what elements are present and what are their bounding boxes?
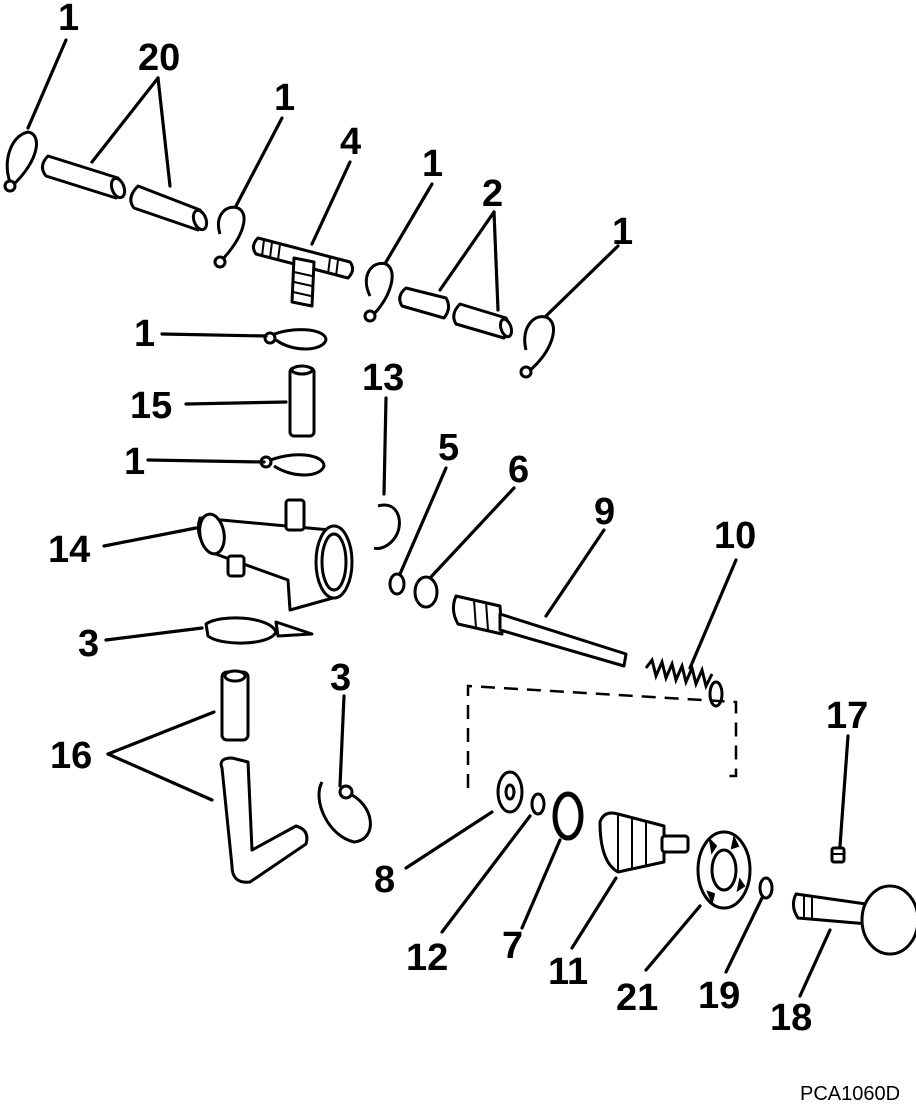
hose-part-16 xyxy=(219,669,309,884)
assembly-indicator-box xyxy=(466,684,738,788)
clamp-part-1-far-right xyxy=(519,315,555,379)
retaining-ring-part-13 xyxy=(373,503,401,550)
o-ring-part-6 xyxy=(413,575,439,609)
clamp-part-1-top-left xyxy=(3,130,38,193)
leader-lines xyxy=(26,38,850,998)
tee-fitting-part-4 xyxy=(251,236,355,308)
callout-2: 2 xyxy=(482,173,503,215)
callout-10: 10 xyxy=(714,515,756,557)
callout-16: 16 xyxy=(50,735,92,777)
clamp-part-1-lower xyxy=(259,453,326,477)
housing-part-14 xyxy=(196,498,354,612)
callout-19: 19 xyxy=(698,975,740,1017)
callout-9: 9 xyxy=(594,491,615,533)
nut-part-21 xyxy=(696,830,752,910)
callout-12: 12 xyxy=(406,937,448,979)
callout-15: 15 xyxy=(130,385,172,427)
callout-11: 11 xyxy=(548,951,588,993)
callout-17: 17 xyxy=(826,695,868,737)
callout-1-top-left: 1 xyxy=(58,0,79,39)
clamp-part-1-mid xyxy=(213,205,246,269)
callout-3-wire: 3 xyxy=(330,657,351,699)
callout-18: 18 xyxy=(770,997,812,1039)
hose-part-2 xyxy=(398,286,514,340)
callout-20: 20 xyxy=(138,37,180,79)
o-ring-part-12 xyxy=(530,792,546,816)
callout-8: 8 xyxy=(374,859,395,901)
callout-7: 7 xyxy=(502,925,523,967)
callout-3-strap: 3 xyxy=(78,623,99,665)
callout-1-mid: 1 xyxy=(274,77,295,119)
spring-part-10 xyxy=(644,656,724,708)
o-ring-part-7 xyxy=(552,791,584,841)
screw-part-17 xyxy=(830,846,846,864)
callout-4: 4 xyxy=(340,121,361,163)
clamp-part-3-strap xyxy=(204,616,314,645)
clamp-part-1-right xyxy=(363,261,394,323)
clamp-part-1-upper xyxy=(263,328,328,351)
o-ring-part-19 xyxy=(758,876,774,900)
hose-part-20 xyxy=(41,154,209,232)
washer-part-8 xyxy=(496,770,524,814)
fitting-part-11 xyxy=(598,811,690,874)
callout-14: 14 xyxy=(48,529,90,571)
figure-code: PCA1060D xyxy=(800,1083,900,1104)
callout-21: 21 xyxy=(616,977,658,1019)
callout-6: 6 xyxy=(508,449,529,491)
callout-1-far-right: 1 xyxy=(612,211,633,253)
callout-1-right: 1 xyxy=(422,143,443,185)
callout-1-lower: 1 xyxy=(124,441,145,483)
callout-1-upper: 1 xyxy=(134,313,155,355)
shaft-part-9 xyxy=(451,594,628,668)
callout-5: 5 xyxy=(438,427,459,469)
clamp-part-3-wire xyxy=(317,781,372,844)
hose-part-15 xyxy=(288,364,316,438)
o-ring-part-5 xyxy=(388,572,406,596)
callout-13: 13 xyxy=(362,357,404,399)
knob-part-18 xyxy=(791,884,916,956)
